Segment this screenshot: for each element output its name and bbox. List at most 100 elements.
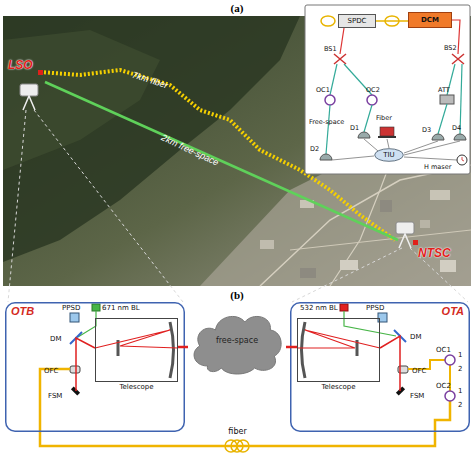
part-label: D4 [452,124,461,132]
building [440,260,456,272]
beam-connector [376,20,408,22]
fiber-collimator [70,366,80,373]
building [260,240,274,249]
part-label: BS2 [444,44,457,52]
fiber-coil [225,440,249,452]
part-label: OC1 [436,346,451,354]
terminal-panel: OTA Telescope [290,302,470,432]
ppsd-detector [378,313,387,322]
part-label: OC2 [436,382,451,390]
free-space-cloud: free-space [188,306,286,376]
panel-tag: (a) [231,2,244,14]
clock-hands [462,157,464,161]
fiber-loop [321,16,335,26]
coil-turn [237,440,249,452]
node-text: SPDC [348,18,367,25]
signal-wire [364,139,378,151]
fiber-line [435,401,450,432]
fiber-line [326,105,330,154]
part-label: BS1 [324,45,337,53]
site-name: LSO [8,58,33,72]
beam-connector [286,346,297,349]
port-number: 1 [458,387,462,395]
port-number: 2 [458,365,462,373]
part-label: 671 nm BL [102,304,140,312]
signal-beam [380,336,400,391]
node-text: TIU [383,152,394,159]
signal-wire [404,141,438,153]
part-label: 532 nm BL [300,304,338,312]
panel-title: OTB [11,305,34,317]
signal-beam [95,330,178,348]
clock-symbol [457,155,467,165]
optical-circulator [445,355,455,365]
beam-splitter [452,54,464,64]
mountain-area [3,16,300,262]
signal-wire [404,157,457,160]
fiber-line [40,369,70,432]
signal-beam [76,338,95,391]
unit-ellipse: TIU [374,148,404,162]
building [380,200,392,212]
projection-line [8,110,26,302]
detector [320,154,332,160]
part-label: OFC [412,367,426,375]
node-text: Telescope [321,384,355,391]
optical-circulator [367,95,377,105]
part-label: DM [410,333,421,341]
edge-label: fiber [228,427,246,436]
beam-splitter [334,54,346,64]
detector [454,134,466,140]
terminal-panel: OTB Telescope [5,302,185,432]
laptop-screen [380,127,394,136]
signal-wire [387,139,389,148]
process-box: SPDC [338,14,376,28]
fiber-line [460,64,462,134]
panel-title: OTA [442,305,464,317]
signal-wire [404,141,460,155]
building [340,260,358,270]
building [300,268,316,278]
fiber-line [330,64,337,95]
port-number: 1 [458,351,462,359]
part-label: OFC [44,367,58,375]
part-label: PPSD [62,304,80,312]
part-label: H maser [424,163,451,171]
primary-mirror [302,322,306,378]
beacon-laser [92,304,100,311]
beam-connector [178,346,188,349]
telescope-box: Telescope [297,318,380,382]
part-label: FSM [410,392,424,400]
primary-mirror [170,322,174,378]
cloud-shape [194,316,281,374]
fiber-loop [385,16,399,26]
part-label: ATT [438,86,450,94]
part-label: OC2 [366,86,380,94]
telescope-tripod [399,234,411,248]
panel-tag: (b) [230,289,243,301]
fiber-line [364,105,372,132]
laptop-base [378,136,396,138]
site-name: NTSC [418,246,451,260]
ppsd-detector [70,313,79,322]
port-number: 2 [458,401,462,409]
node-text: Telescope [119,384,153,391]
part-label: DM [50,335,61,343]
node-text: DCM [421,17,439,24]
signal-wire [332,156,374,160]
part-label: FSM [48,392,62,400]
beacon-laser [340,304,348,311]
terminal-optics [40,304,455,432]
part-label: D3 [422,126,431,134]
part-label: D2 [310,145,319,153]
node-text: free-space [216,337,258,345]
inset-frame [305,5,470,174]
telescope-tripod [23,96,35,110]
telescope-icon [396,222,418,248]
part-label: PPSD [366,304,384,312]
site-marker [413,240,418,245]
optical-circulator [325,95,335,105]
